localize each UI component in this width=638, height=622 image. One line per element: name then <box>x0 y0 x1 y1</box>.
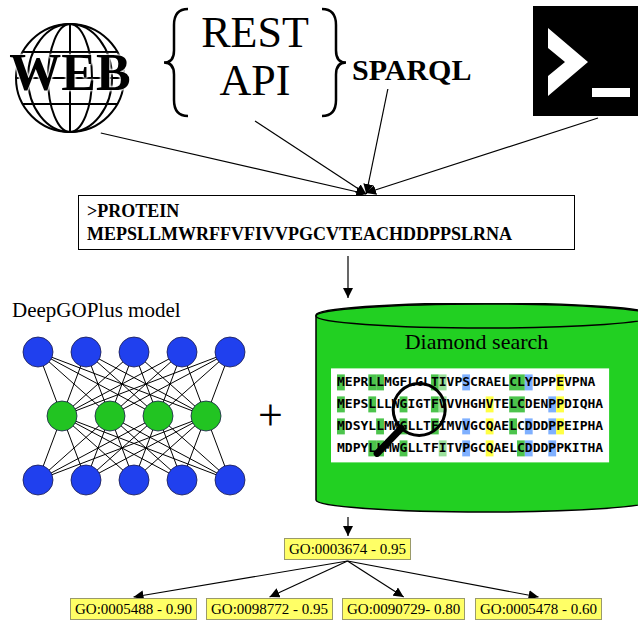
go-term-box: GO:0098772 - 0.95 <box>206 598 333 620</box>
go-term: GO:0005488 - 0.90 <box>75 599 192 619</box>
network-neuron <box>23 337 53 367</box>
go-term-box: GO:0005488 - 0.90 <box>70 598 197 620</box>
aligned-sequence: MDPYLLMWGLLTFITVPGCQAELCDDDPPKITHA <box>337 437 603 459</box>
network-neuron <box>95 401 125 431</box>
aligned-sequence: MDSYLLMWGLLTFIMVVGCQAELCDDDPPEIPHA <box>337 415 603 437</box>
cylinder-body <box>316 303 638 512</box>
network-neuron <box>191 401 221 431</box>
network-neuron <box>71 465 101 495</box>
network-neuron <box>47 401 77 431</box>
database-cylinder: Diamond searchMEPRLLMGFLGLTIVPSCRAELCLYD… <box>315 303 638 513</box>
flow-arrow <box>347 517 348 536</box>
network-neuron <box>215 465 245 495</box>
api-label: REST API <box>160 5 350 120</box>
source-name: REST API <box>193 9 318 106</box>
model-label: DeepGOPlus model <box>12 298 181 323</box>
network-neuron <box>119 465 149 495</box>
terminal-prompt <box>548 28 588 96</box>
go-term: GO:0098772 - 0.95 <box>211 599 328 619</box>
network-neuron <box>143 401 173 431</box>
flow-connector <box>270 561 348 597</box>
input-arrow <box>366 118 598 193</box>
terminal-icon <box>533 6 638 116</box>
network-neuron <box>23 465 53 495</box>
sequence-box: >PROTEINMEPSLLMWRFFVFIVVPGCVTEACHDDPPSLR… <box>78 195 575 250</box>
query-label: SPARQL <box>352 52 471 88</box>
network-neuron <box>167 465 197 495</box>
flow-connector <box>255 121 366 194</box>
source-icon: WEB <box>0 22 140 132</box>
globe-parallel <box>23 103 118 105</box>
flow-connector <box>366 89 388 194</box>
aligned-sequence: MEPRLLMGFLGLTIVPSCRAELCLYDPPEVPNA <box>337 371 595 393</box>
go-term-box: GO:0005478 - 0.60 <box>475 598 602 620</box>
flow-connector <box>134 561 348 597</box>
network-neuron <box>71 337 101 367</box>
source-name: WEB <box>0 22 140 101</box>
protein-sequence: MEPSLLMWRFFVFIVVPGCVTEACHDDPPSLRNA <box>87 223 566 246</box>
curly-brace <box>164 9 188 116</box>
source-name: SPARQL <box>352 52 471 88</box>
alignment-panel <box>331 368 609 462</box>
go-term: GO:0003674 - 0.95 <box>289 539 406 559</box>
database-title: Diamond search <box>315 329 638 355</box>
network-neuron <box>167 337 197 367</box>
flow-arrow <box>347 256 348 298</box>
go-term-box: GO:0003674 - 0.95 <box>284 538 411 560</box>
terminal-cursor <box>592 88 630 97</box>
cylinder-lid <box>316 304 638 328</box>
network-neuron <box>119 337 149 367</box>
plus-sign: + <box>258 390 283 441</box>
sequence-header: >PROTEIN <box>87 200 566 223</box>
curly-brace <box>322 9 346 116</box>
go-term: GO:0005478 - 0.60 <box>480 599 597 619</box>
flow-connector <box>348 561 539 597</box>
go-term: GO:0090729- 0.80 <box>347 599 460 619</box>
aligned-sequence: MEPSLLLWGIGTFVVVHGHVTELCDENPPDIQHA <box>337 393 603 415</box>
flow-connector <box>101 133 366 194</box>
neural-network <box>23 337 245 495</box>
terminal-background <box>533 6 638 116</box>
go-term-box: GO:0090729- 0.80 <box>342 598 465 620</box>
network-neuron <box>215 337 245 367</box>
